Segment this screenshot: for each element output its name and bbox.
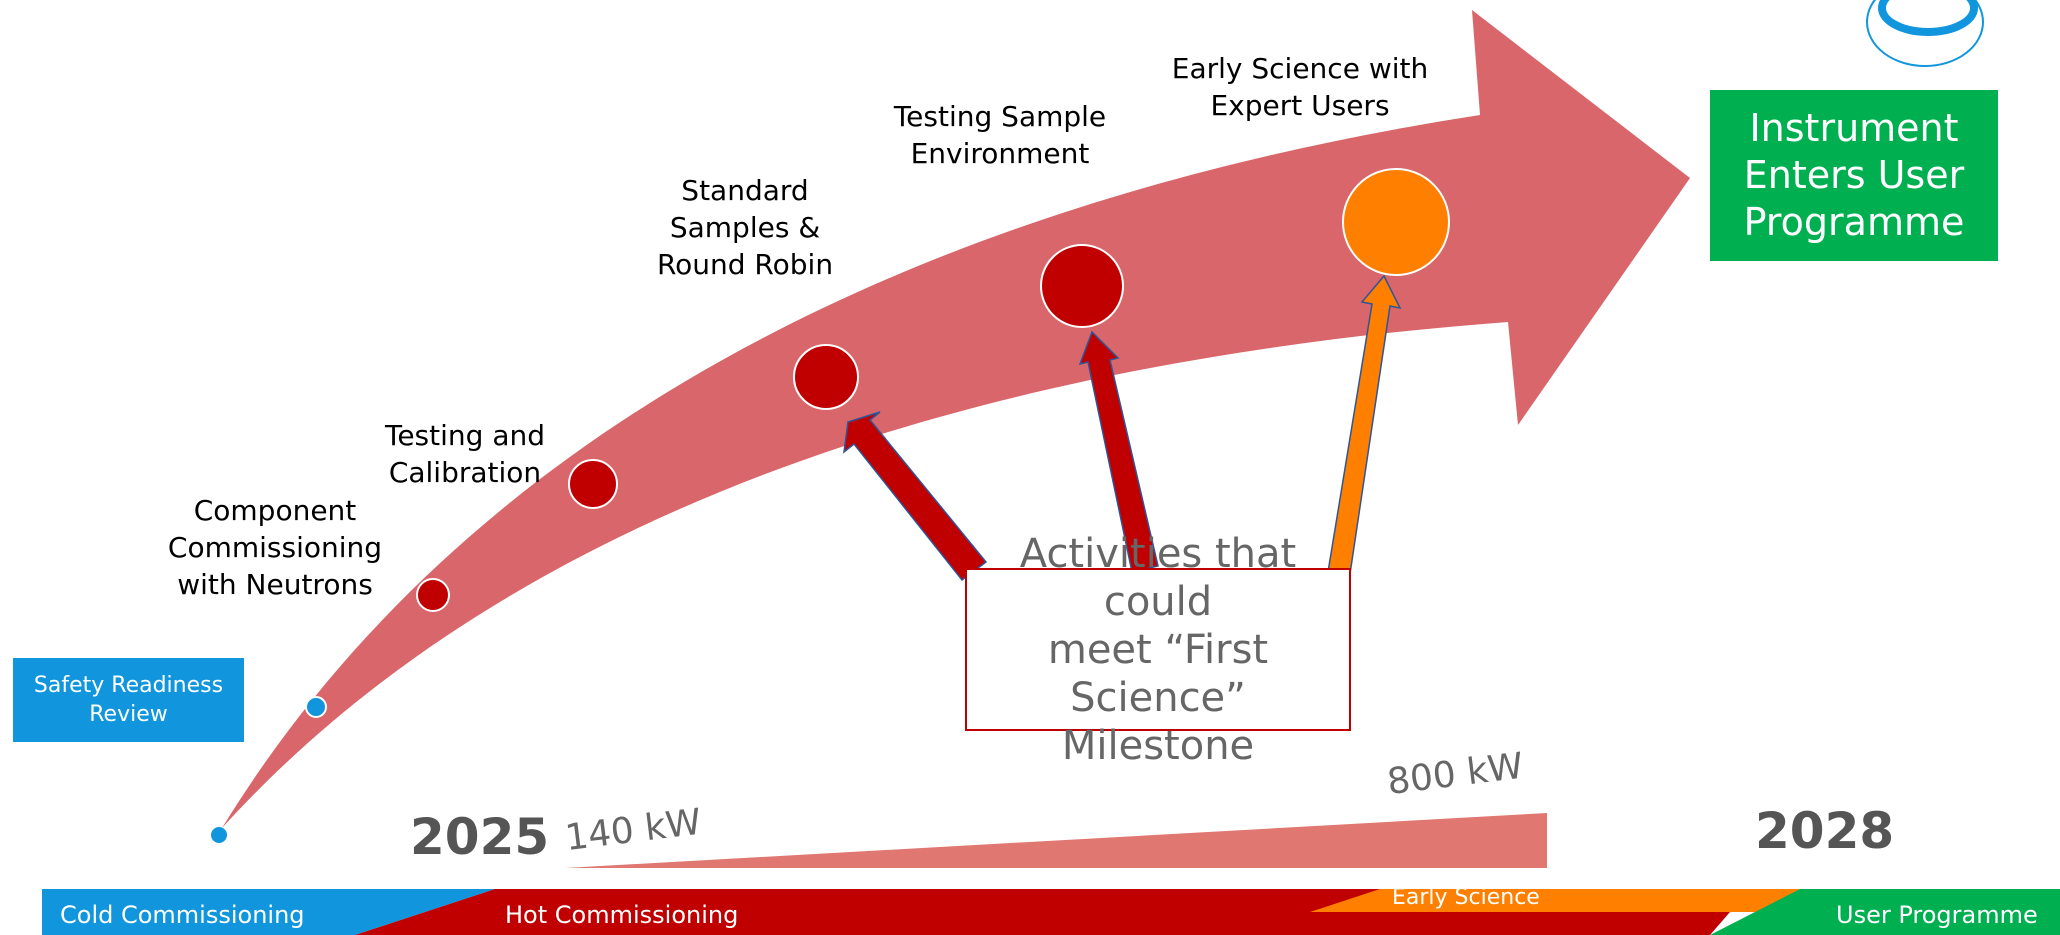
safety-readiness-review-box: Safety Readiness Review (13, 658, 244, 742)
phase-label-hot: Hot Commissioning (505, 901, 739, 929)
phase-label-user: User Programme (1836, 901, 2038, 929)
phase-band-user (1710, 889, 2060, 935)
milestone-label-sample-environment: Testing Sample Environment (893, 100, 1107, 170)
milestone-label-calibration: Testing and Calibration (384, 419, 545, 489)
milestone-label-component: Component Commissioning with Neutrons (167, 494, 383, 601)
phase-band-early (1310, 889, 1800, 912)
milestone-label-standard-samples: Standard Samples & Round Robin (656, 174, 834, 281)
user-programme-box: Instrument Enters User Programme (1710, 90, 1998, 261)
node-sample-environment (1040, 244, 1124, 328)
phase-label-early: Early Science (1392, 885, 1540, 910)
node-start (211, 827, 227, 843)
node-calibration (568, 459, 618, 509)
phase-band-cold (42, 889, 495, 935)
year-end: 2028 (1755, 802, 1895, 860)
power-ramp (565, 813, 1547, 868)
pointer-arrow-1 (843, 411, 988, 582)
node-standard-samples (793, 344, 859, 410)
node-safety (305, 696, 327, 718)
node-component (416, 578, 450, 612)
roadmap-arrow (222, 10, 1690, 828)
ess-logo (1866, 0, 1984, 67)
milestone-label-early-science: Early Science with Expert Users (1171, 52, 1429, 122)
year-start: 2025 (410, 808, 550, 866)
first-science-activities-box: Activities that could meet “First Scienc… (965, 531, 1351, 769)
phase-label-cold: Cold Commissioning (60, 901, 305, 929)
node-early-science (1342, 168, 1450, 276)
pointer-arrow-3 (1327, 274, 1402, 575)
pointer-arrow-2 (1078, 330, 1159, 573)
